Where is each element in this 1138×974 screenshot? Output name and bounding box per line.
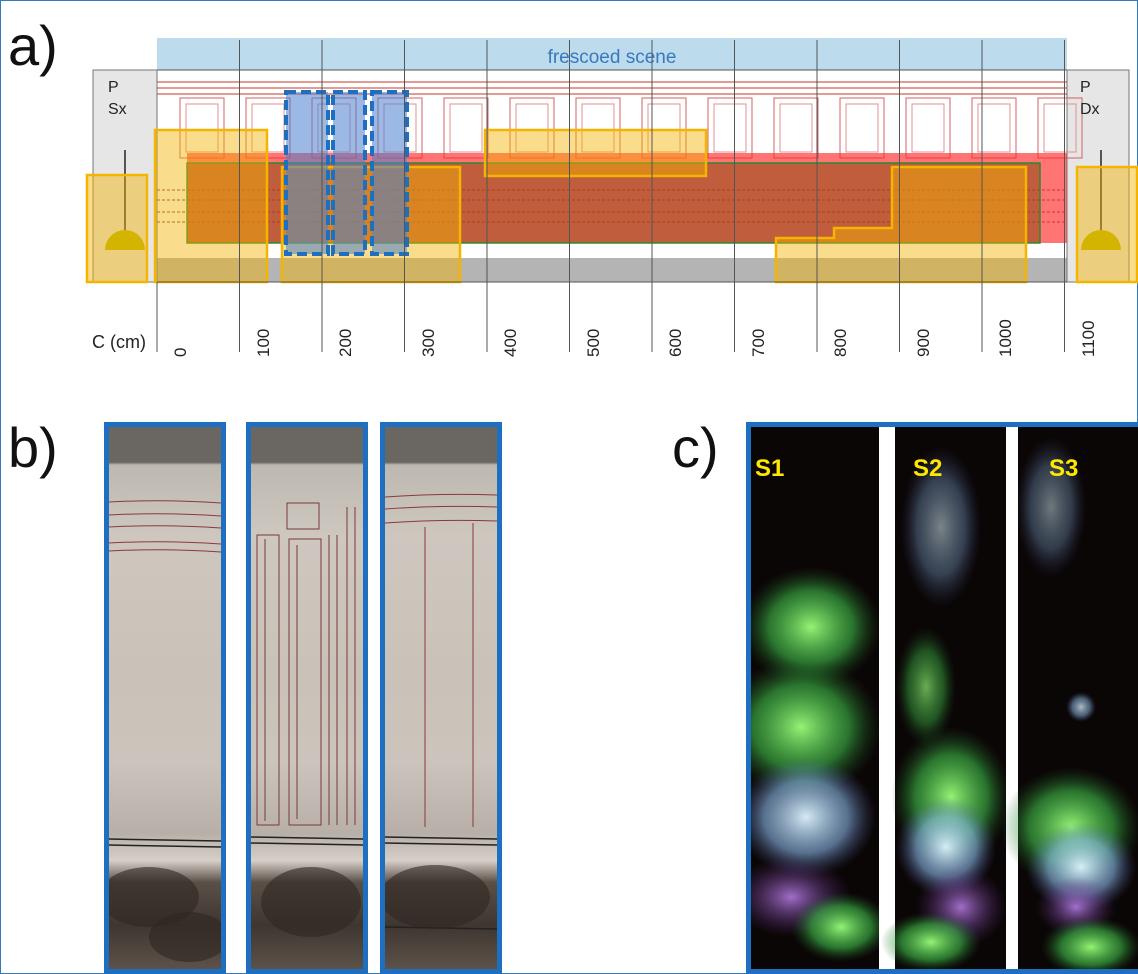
fresco-panel-inner	[581, 103, 615, 153]
hyperspectral-panel: S1 S2 S3	[746, 422, 1138, 974]
fresco-panel-inner	[515, 103, 549, 153]
sample-strip-2	[331, 90, 367, 256]
fresco-panel-inner	[449, 103, 483, 153]
plinth-band	[157, 258, 1067, 282]
hs-label-s3: S3	[1049, 455, 1079, 482]
yellow-area-3	[483, 128, 708, 178]
right-pier-label: P Dx	[1080, 77, 1100, 121]
tick-label: 200	[336, 328, 355, 357]
tick-label: 800	[831, 328, 850, 357]
fresco-panel-inner	[1043, 103, 1077, 153]
hs-strip-2	[881, 447, 1011, 969]
photo-strip-2-lines	[251, 502, 363, 937]
hs-strip-1	[751, 567, 891, 962]
photo-strip-2	[246, 422, 368, 974]
left-lamp-icon	[105, 230, 145, 250]
hyperspectral-image	[751, 427, 1138, 969]
photo-strip-1-lines	[109, 500, 221, 962]
yellow-area-1	[153, 128, 269, 284]
panel-label-b: b)	[8, 416, 58, 479]
tick-label: 500	[583, 328, 603, 357]
tick-label: 600	[666, 328, 685, 357]
right-pier-label-line2: Dx	[1080, 101, 1100, 118]
photo-strip-3	[380, 422, 502, 974]
panel-label-c: c)	[672, 416, 719, 479]
hs-label-s1: S1	[755, 455, 785, 482]
fresco-panel-inner	[713, 103, 747, 153]
left-pier-label: P Sx	[108, 77, 127, 121]
yellow-area-right-pier	[1075, 165, 1138, 284]
right-pier-label-line1: P	[1080, 79, 1091, 96]
tick-label: 0	[171, 347, 190, 357]
tick-label: 400	[501, 328, 520, 357]
fresco-panel-inner	[977, 103, 1011, 153]
frescoed-scene-banner	[157, 38, 1067, 70]
tick-label: 1100	[1078, 320, 1098, 357]
right-lamp-icon	[1081, 230, 1121, 250]
photo-strip-3-lines	[385, 493, 497, 930]
tick-label: 1000	[996, 319, 1015, 357]
wall-grid	[156, 40, 1067, 352]
left-pier-label-line2: Sx	[108, 101, 127, 118]
tick-label: 700	[748, 328, 768, 357]
tick-label: 300	[418, 328, 438, 357]
banner-label: frescoed scene	[548, 47, 677, 68]
fresco-panel-inner	[911, 103, 945, 153]
sample-strip-3	[370, 90, 409, 256]
axis-title: C (cm)	[92, 332, 146, 352]
fresco-panel-inner	[647, 103, 681, 153]
wall-elevation-diagram: frescoed scene	[85, 38, 1138, 352]
sample-strip-1	[284, 90, 330, 256]
hs-separator-1	[879, 427, 895, 969]
hs-strip-3	[1001, 437, 1138, 969]
photo-strip-1	[104, 422, 226, 974]
yellow-area-left-pier	[85, 173, 149, 284]
fresco-panel-inner	[845, 103, 879, 153]
panel-label-a: a)	[8, 14, 58, 77]
yellow-area-4	[774, 165, 1028, 284]
hs-label-s2: S2	[913, 455, 943, 482]
tick-label: 900	[913, 328, 933, 357]
fresco-panel-inner	[185, 103, 219, 153]
tick-label: 100	[253, 328, 273, 357]
fresco-panel-inner	[779, 103, 813, 153]
left-pier-label-line1: P	[108, 79, 119, 96]
